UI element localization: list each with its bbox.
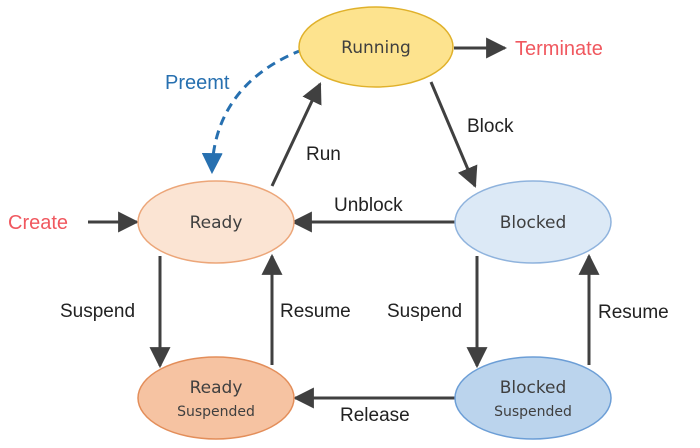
state-blocked-suspended: Blocked Suspended xyxy=(454,356,612,440)
release-label: Release xyxy=(340,405,410,426)
preempt-arrow xyxy=(201,48,303,175)
transition-labels: Create Terminate Preemt Run Block Unbloc… xyxy=(8,38,669,426)
running-node xyxy=(298,6,454,88)
block-label: Block xyxy=(467,116,514,137)
create-label: Create xyxy=(8,212,68,234)
run-label: Run xyxy=(306,144,341,165)
blocked-suspended-node xyxy=(454,356,612,440)
blocked-suspended-sublabel: Suspended xyxy=(494,404,572,420)
run-arrow xyxy=(270,82,322,187)
ready-suspended-sublabel: Suspended xyxy=(177,404,255,420)
blocked-label: Blocked xyxy=(500,213,567,233)
suspend-blocked-label: Suspend xyxy=(387,301,462,322)
preemt-label: Preemt xyxy=(165,72,230,94)
transition-edges xyxy=(88,37,600,409)
blocked-suspended-label: Blocked xyxy=(500,378,567,398)
blocked-node xyxy=(454,180,612,264)
resume-blocked-label: Resume xyxy=(598,302,669,323)
terminate-label: Terminate xyxy=(515,38,603,60)
state-running: Running xyxy=(298,6,454,88)
state-blocked: Blocked xyxy=(454,180,612,264)
state-ready: Ready xyxy=(137,180,295,264)
ready-node xyxy=(137,180,295,264)
resume-ready-label: Resume xyxy=(280,301,351,322)
suspend-ready-label: Suspend xyxy=(60,301,135,322)
ready-suspended-label: Ready xyxy=(190,378,243,398)
ready-suspended-node xyxy=(137,356,295,440)
block-arrow xyxy=(429,81,478,188)
ready-label: Ready xyxy=(190,213,243,233)
state-ready-suspended: Ready Suspended xyxy=(137,356,295,440)
unblock-label: Unblock xyxy=(334,195,403,216)
running-label: Running xyxy=(341,38,411,58)
